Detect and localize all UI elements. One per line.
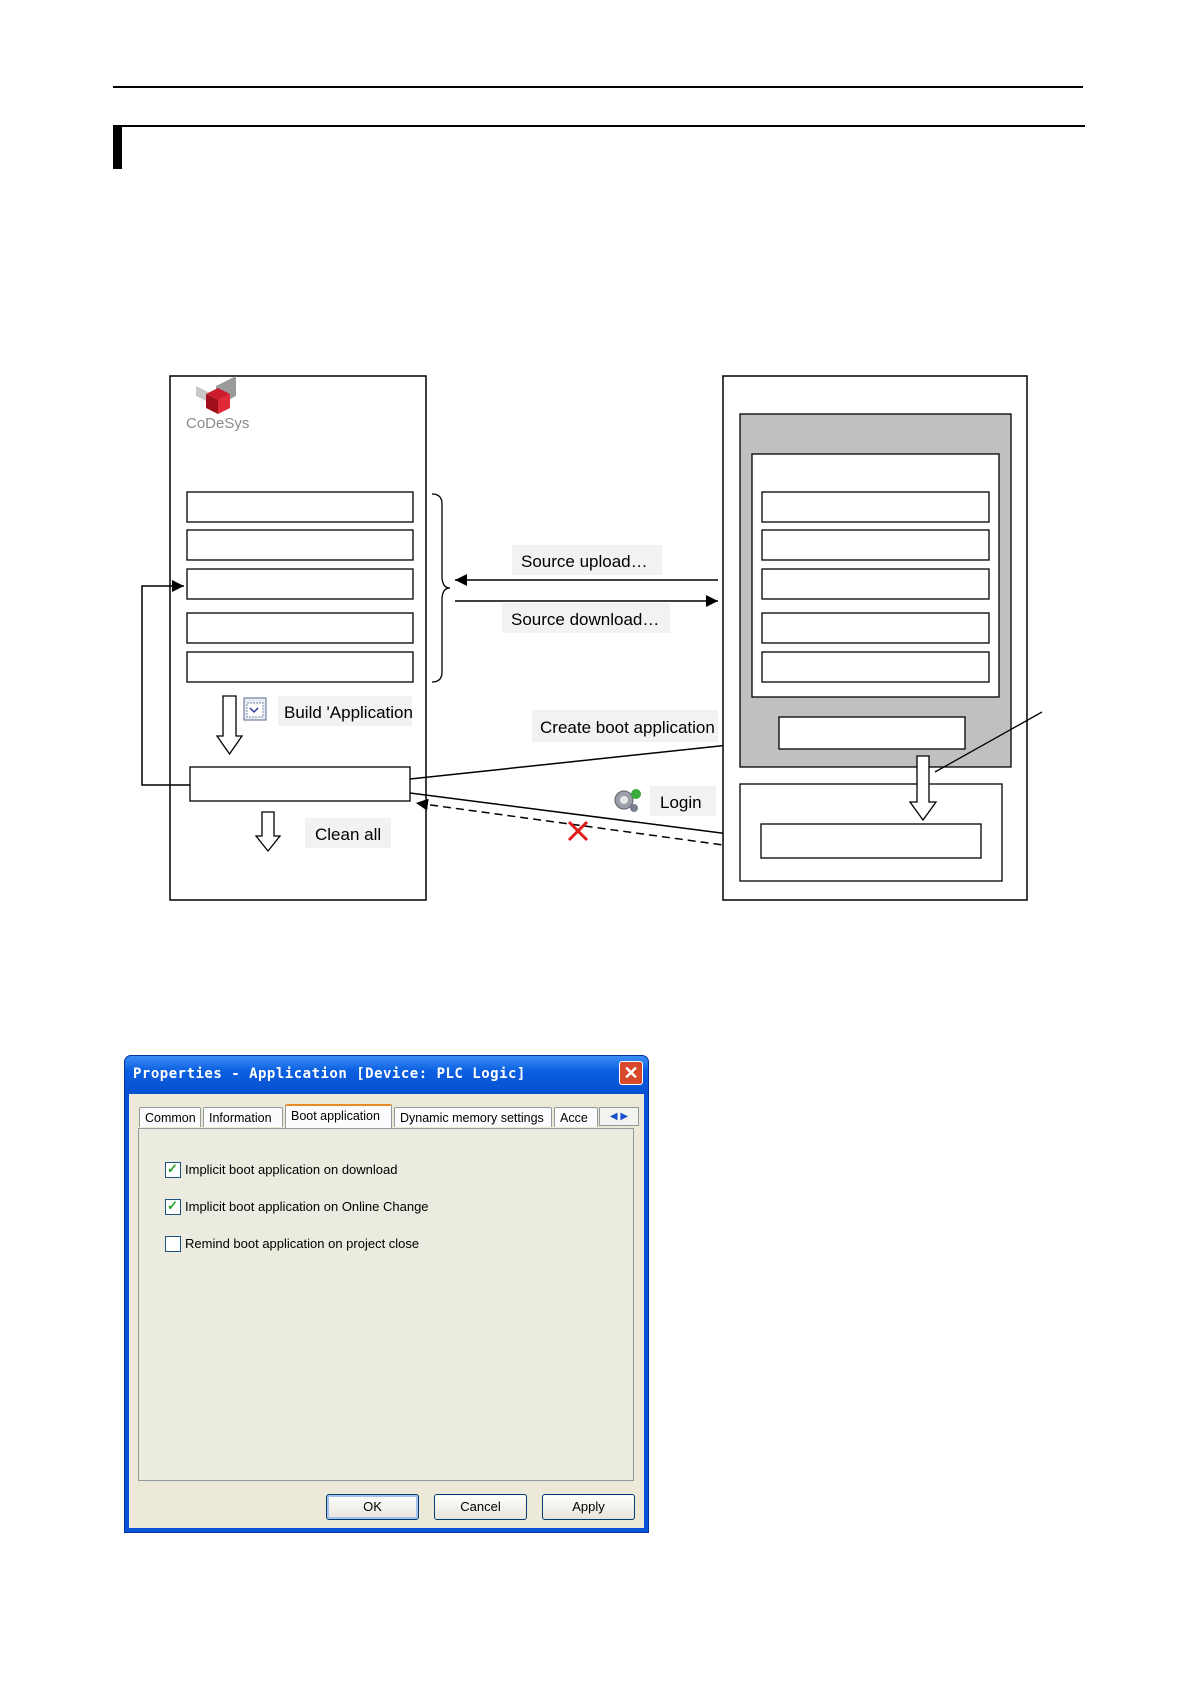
cancel-button[interactable]: Cancel xyxy=(434,1494,527,1520)
plc-boot-box xyxy=(778,716,966,750)
blocked-cross-icon xyxy=(567,820,589,842)
codesys-logo-icon xyxy=(196,376,236,414)
dialog-body: Common Information Boot application Dyna… xyxy=(129,1094,644,1528)
clean-arrow xyxy=(254,811,282,853)
pc-compiled-box xyxy=(189,766,411,802)
build-icon xyxy=(243,697,267,721)
build-label: Build 'Application xyxy=(284,703,413,722)
plc-box-5 xyxy=(761,651,990,683)
option-label: Remind boot application on project close xyxy=(185,1236,420,1251)
pc-box-3 xyxy=(186,568,414,600)
dialog-title: Properties - Application [Device: PLC Lo… xyxy=(133,1066,526,1082)
build-arrow xyxy=(215,695,244,756)
plc-box-4 xyxy=(761,612,990,644)
option-label: Implicit boot application on download xyxy=(185,1162,398,1177)
tab-access[interactable]: Acce xyxy=(554,1107,598,1127)
header-rule xyxy=(113,86,1083,88)
source-download-label: Source download… xyxy=(511,610,659,629)
source-upload-label: Source upload… xyxy=(521,552,648,571)
brace xyxy=(431,493,451,683)
pc-box-1 xyxy=(186,491,414,523)
boot-application-diagram: CoDeSys Build 'Application Clean all Sou… xyxy=(141,375,1043,901)
apply-button[interactable]: Apply xyxy=(542,1494,635,1520)
pc-box-5 xyxy=(186,651,414,683)
plc-storage-box xyxy=(760,823,982,859)
create-boot-arrow xyxy=(409,735,777,780)
login-arrow xyxy=(409,792,761,843)
login-icon xyxy=(614,789,641,812)
tab-information[interactable]: Information xyxy=(203,1107,283,1127)
create-boot-label: Create boot application xyxy=(540,718,715,737)
close-button[interactable]: ✕ xyxy=(619,1061,643,1085)
dialog-titlebar: Properties - Application [Device: PLC Lo… xyxy=(125,1056,648,1094)
upload-boot-dashed-arrow xyxy=(415,798,761,851)
plc-box-3 xyxy=(761,568,990,600)
boot-application-panel: Implicit boot application on download Im… xyxy=(138,1128,634,1481)
login-label: Login xyxy=(660,793,702,812)
pointer-line xyxy=(934,711,1043,773)
plc-box-1 xyxy=(761,491,990,523)
checkbox-checked[interactable] xyxy=(165,1161,181,1178)
option-label: Implicit boot application on Online Chan… xyxy=(185,1199,429,1214)
tab-scroll-arrows-icon[interactable]: ◀ ▶ xyxy=(599,1107,639,1126)
feedback-loop-line xyxy=(141,580,190,786)
checkbox-unchecked[interactable] xyxy=(165,1236,181,1252)
pc-box-2 xyxy=(186,529,414,561)
tab-common[interactable]: Common xyxy=(139,1107,201,1127)
tab-boot-application[interactable]: Boot application xyxy=(285,1104,392,1128)
pc-box-4 xyxy=(186,612,414,644)
checkbox-checked[interactable] xyxy=(165,1198,181,1215)
section-rule xyxy=(122,125,1085,127)
codesys-logo-text: CoDeSys xyxy=(186,415,249,432)
section-marker xyxy=(113,125,122,169)
properties-dialog: Properties - Application [Device: PLC Lo… xyxy=(124,1055,649,1533)
plc-box-2 xyxy=(761,529,990,561)
clean-all-label: Clean all xyxy=(315,825,381,844)
tab-dynamic-memory-settings[interactable]: Dynamic memory settings xyxy=(394,1107,552,1127)
store-arrow xyxy=(908,755,938,822)
ok-button[interactable]: OK xyxy=(326,1494,419,1520)
